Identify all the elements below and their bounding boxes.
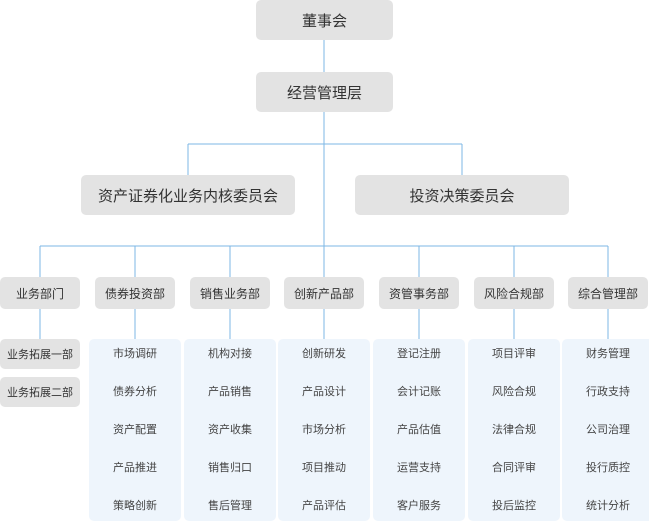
department-item: 销售归口 xyxy=(208,461,252,474)
department-item: 产品推进 xyxy=(113,461,157,474)
department-sub-box: 业务拓展二部 xyxy=(0,377,80,407)
department-box: 债券投资部 xyxy=(95,277,175,309)
department-item: 产品估值 xyxy=(397,423,441,436)
department-item: 机构对接 xyxy=(208,347,252,360)
department-sub-label: 业务拓展一部 xyxy=(7,348,73,361)
department-item: 项目评审 xyxy=(492,347,536,360)
department-items-panel: 机构对接产品销售资产收集销售归口售后管理 xyxy=(184,339,276,521)
department-label: 资管事务部 xyxy=(388,286,449,301)
department-item: 售后管理 xyxy=(208,499,252,512)
committee-securitization-box: 资产证券化业务内核委员会 xyxy=(81,175,295,215)
department-box: 综合管理部 xyxy=(568,277,648,309)
department-label: 业务部门 xyxy=(15,286,64,301)
department-label: 销售业务部 xyxy=(199,286,260,301)
department-item: 会计记账 xyxy=(397,385,441,398)
department-item: 风险合规 xyxy=(492,385,536,398)
department-item: 财务管理 xyxy=(586,347,630,360)
department-box: 风险合规部 xyxy=(474,277,554,309)
department-item: 策略创新 xyxy=(113,499,157,512)
department-box: 资管事务部 xyxy=(379,277,459,309)
department-box: 业务部门 xyxy=(0,277,80,309)
department-item: 资产配置 xyxy=(113,423,157,436)
department-item: 投后监控 xyxy=(492,499,536,512)
department-item: 合同评审 xyxy=(492,461,536,474)
department-label: 创新产品部 xyxy=(293,286,354,301)
management-label: 经营管理层 xyxy=(286,83,362,102)
department-item: 项目推动 xyxy=(302,461,346,474)
department-items-panel: 市场调研债券分析资产配置产品推进策略创新 xyxy=(89,339,181,521)
department-sub-box: 业务拓展一部 xyxy=(0,339,80,369)
department-item: 创新研发 xyxy=(302,347,346,360)
department-label: 综合管理部 xyxy=(577,286,638,301)
department-box: 创新产品部 xyxy=(284,277,364,309)
department-item: 行政支持 xyxy=(586,385,630,398)
department-item: 产品评估 xyxy=(302,499,346,512)
department-item: 产品销售 xyxy=(208,385,252,398)
department-box: 销售业务部 xyxy=(190,277,270,309)
department-item: 法律合规 xyxy=(492,423,536,436)
department-item: 公司治理 xyxy=(586,423,630,436)
committee-investment-label: 投资决策委员会 xyxy=(409,186,515,205)
management-box: 经营管理层 xyxy=(256,72,393,112)
department-item: 登记注册 xyxy=(397,347,441,360)
department-label: 债券投资部 xyxy=(104,286,165,301)
department-item: 产品设计 xyxy=(302,385,346,398)
department-item: 债券分析 xyxy=(113,385,157,398)
department-sub-label: 业务拓展二部 xyxy=(7,386,73,399)
department-items-panel: 创新研发产品设计市场分析项目推动产品评估 xyxy=(278,339,370,521)
department-items-panel: 项目评审风险合规法律合规合同评审投后监控 xyxy=(468,339,560,521)
department-item: 客户服务 xyxy=(397,499,441,512)
department-item: 市场调研 xyxy=(113,347,157,360)
department-item: 运营支持 xyxy=(397,461,441,474)
department-item: 市场分析 xyxy=(302,423,346,436)
department-item: 投行质控 xyxy=(586,461,630,474)
department-label: 风险合规部 xyxy=(483,286,544,301)
department-items-panel: 财务管理行政支持公司治理投行质控统计分析 xyxy=(562,339,649,521)
department-items-panel: 登记注册会计记账产品估值运营支持客户服务 xyxy=(373,339,465,521)
committee-investment-box: 投资决策委员会 xyxy=(355,175,569,215)
board-of-directors-box: 董事会 xyxy=(256,0,393,40)
department-item: 统计分析 xyxy=(586,499,630,512)
committee-securitization-label: 资产证券化业务内核委员会 xyxy=(97,186,278,205)
department-item: 资产收集 xyxy=(208,423,252,436)
board-label: 董事会 xyxy=(301,11,347,30)
